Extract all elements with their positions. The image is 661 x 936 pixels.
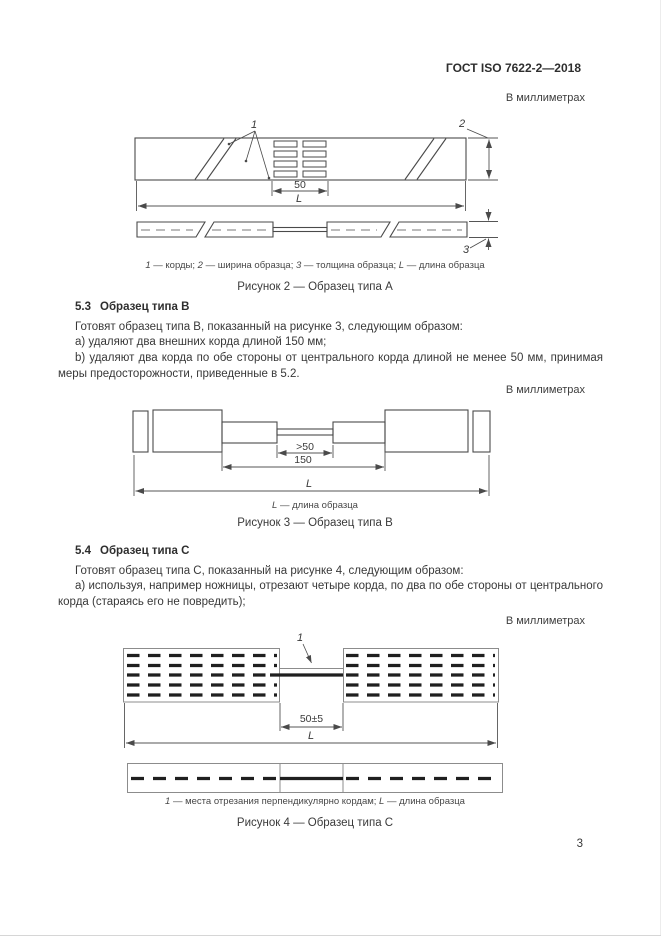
fig2-callout-cords: 1 (251, 119, 257, 131)
section-5-4-intro: Готовят образец типа С, показанный на ри… (75, 564, 464, 577)
fig4-dim-window: 50±5 (300, 713, 323, 725)
figure4-caption: 1 — места отрезания перпендикулярно корд… (165, 796, 465, 807)
fig2-top-view: 1 2 50 L (134, 118, 498, 211)
fig3-specimen (132, 409, 491, 453)
fig2-callout-width: 2 (458, 118, 465, 130)
units-note-2: В миллиметрах (505, 384, 585, 396)
figure2-caption: 1 — корды; 2 — ширина образца; 3 — толщи… (145, 260, 485, 271)
fig3-dim-center: >50 (296, 441, 314, 453)
section-5-4-item-a: а) используя, например ножницы, отрезают… (58, 580, 603, 609)
units-note-3: В миллиметрах (505, 615, 585, 627)
page-header: ГОСТ ISO 7622-2—2018 (445, 61, 581, 75)
units-note-1: В миллиметрах (505, 92, 585, 104)
fig4-callout-cut: 1 (297, 632, 303, 644)
fig3-central-cord (276, 428, 334, 436)
section-5-3-item-b: b) удаляют два корда по обе стороны от ц… (58, 352, 603, 380)
fig3-dimensions: >50 150 L (133, 441, 490, 496)
fig2-dim-window: 50 (294, 179, 306, 191)
section-5-3: 5.3 Образец типа В Готовят образец типа В… (58, 300, 603, 383)
section-5-3-heading: 5.3 Образец типа В (75, 300, 603, 316)
section-5-4-title: Образец типа С (100, 545, 190, 557)
fig2-exposed-cord (272, 226, 328, 233)
fig4-dim-length: L (308, 730, 314, 742)
figure3-drawing: >50 150 L (132, 409, 491, 496)
figure3-title: Рисунок 3 — Образец типа В (237, 517, 393, 529)
section-5-3-title: Образец типа В (100, 301, 190, 313)
figure2-title: Рисунок 2 — Образец типа А (237, 281, 393, 293)
fig4-cord-rows (127, 653, 495, 697)
page-number: 3 (576, 838, 583, 850)
fig4-side-view (127, 763, 503, 793)
figure2-drawing: 1 2 50 L (134, 118, 498, 256)
figure4-drawing: 1 50±5 L (123, 632, 503, 793)
section-5-3-item-a: а) удаляют два внешних корда длиной 150 … (75, 336, 327, 349)
fig2-cord-slots (273, 140, 327, 178)
section-5-4-number: 5.4 (75, 545, 91, 557)
section-5-3-number: 5.3 (75, 301, 91, 313)
fig3-dim-length: L (306, 478, 312, 490)
fig2-dim-length: L (296, 193, 302, 205)
fig3-dim-middle: 150 (294, 454, 312, 466)
section-5-4-heading: 5.4 Образец типа С (75, 544, 603, 560)
figure4-title: Рисунок 4 — Образец типа С (236, 817, 394, 829)
figure3-caption: L — длина образца (272, 500, 358, 511)
section-5-4: 5.4 Образец типа С Готовят образец типа С… (58, 544, 603, 611)
fig2-callout-thickness: 3 (463, 244, 470, 256)
fig2-side-view: 3 (136, 209, 498, 256)
fig2-leader-lines-1 (227, 130, 271, 180)
fig4-top-view: 1 50±5 L (123, 632, 499, 748)
section-5-3-intro: Готовят образец типа В, показанный на ри… (75, 320, 463, 333)
